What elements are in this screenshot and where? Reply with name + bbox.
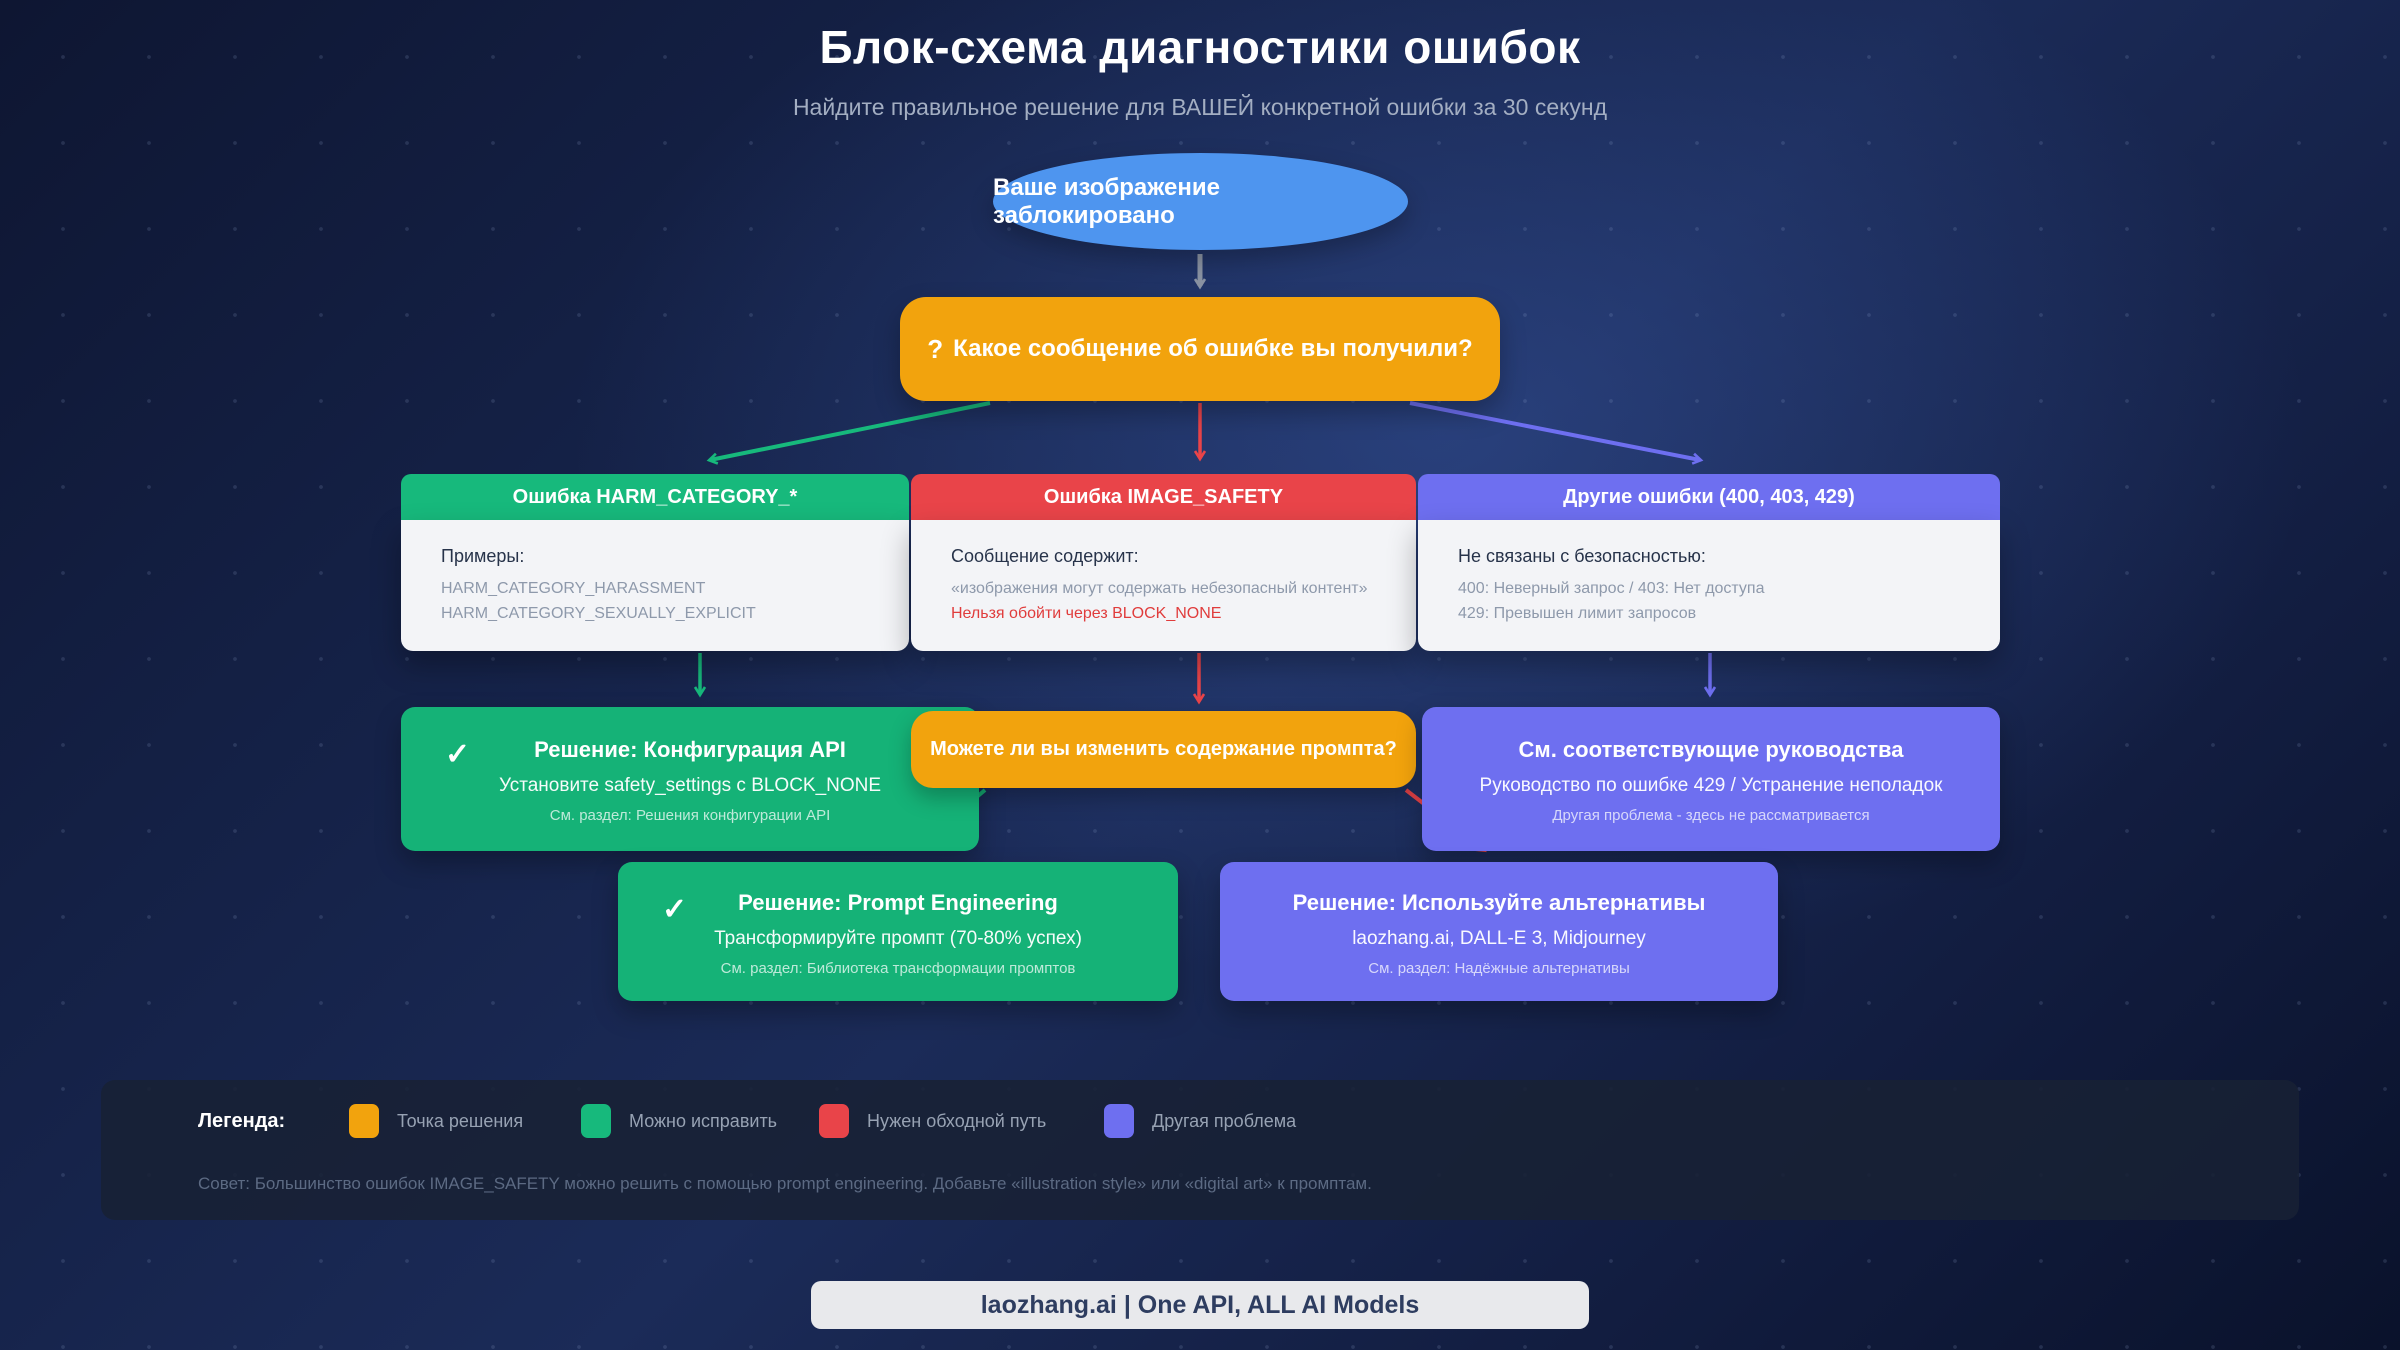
branch-header-harm-category: Ошибка HARM_CATEGORY_* — [401, 474, 909, 520]
arrow-decision1-to-harm — [706, 401, 991, 465]
solution-reference: См. раздел: Решения конфигурации API — [549, 807, 831, 824]
legend-item-workaround: Нужен обходной путь — [819, 1104, 1046, 1138]
check-icon: ✓ — [445, 738, 471, 771]
solution-reference: Другая проблема - здесь не рассматривает… — [1552, 807, 1870, 824]
branch-intro: Примеры: — [441, 546, 525, 566]
solution-title: Решение: Используйте альтернативы — [1292, 890, 1706, 915]
solution-api-config: ✓ Решение: Конфигурация API Установите s… — [401, 707, 979, 851]
page-subtitle: Найдите правильное решение для ВАШЕЙ кон… — [792, 94, 1608, 120]
decision-can-edit-prompt: Можете ли вы изменить содержание промпта… — [911, 711, 1416, 788]
branch-header-other-errors: Другие ошибки (400, 403, 429) — [1418, 474, 2000, 520]
branch-card-image-safety: Ошибка IMAGE_SAFETY Сообщение содержит: … — [911, 474, 1416, 651]
red-swatch-icon — [819, 1104, 849, 1138]
solution-detail: Установите safety_settings с BLOCK_NONE — [498, 775, 882, 796]
branch-body-image-safety: Сообщение содержит: «изображения могут с… — [911, 520, 1416, 651]
branch-card-harm-category: Ошибка HARM_CATEGORY_* Примеры: HARM_CAT… — [401, 474, 909, 651]
branch-intro: Не связаны с безопасностью: — [1458, 546, 1706, 566]
solution-detail: Трансформируйте промпт (70-80% успех) — [714, 928, 1082, 949]
solution-detail: laozhang.ai, DALL-E 3, Midjourney — [1352, 928, 1646, 949]
legend-label: Нужен обходной путь — [867, 1110, 1047, 1131]
branch-body-other-errors: Не связаны с безопасностью: 400: Неверны… — [1418, 520, 2000, 651]
solution-title: Решение: Конфигурация API — [534, 737, 846, 762]
legend-title: Легенда: — [198, 1110, 286, 1132]
solution-prompt-engineering: ✓ Решение: Prompt Engineering Трансформи… — [618, 862, 1178, 1001]
legend-panel: Легенда: Точка решения Можно исправить Н… — [101, 1080, 2299, 1220]
decision-error-message-label: Какое сообщение об ошибке вы получили? — [953, 335, 1473, 362]
check-icon: ✓ — [662, 893, 688, 926]
legend-item-decision-point: Точка решения — [349, 1104, 523, 1138]
page-title: Блок-схема диагностики ошибок — [819, 21, 1581, 73]
legend-label: Можно исправить — [629, 1110, 778, 1131]
orange-swatch-icon — [349, 1104, 379, 1138]
purple-swatch-icon — [1104, 1104, 1134, 1138]
legend-item-other-problem: Другая проблема — [1104, 1104, 1296, 1138]
legend-label: Другая проблема — [1152, 1110, 1297, 1131]
legend-tip: Совет: Большинство ошибок IMAGE_SAFETY м… — [198, 1174, 1372, 1193]
branch-detail-line: 400: Неверный запрос / 403: Нет доступа — [1458, 580, 1765, 597]
solution-reference: См. раздел: Библиотека трансформации про… — [720, 960, 1076, 977]
question-icon: ? — [927, 333, 944, 364]
start-node: Ваше изображение заблокировано — [993, 153, 1408, 250]
branch-message-line: «изображения могут содержать небезопасны… — [951, 580, 1368, 597]
branch-body-harm-category: Примеры: HARM_CATEGORY_HARASSMENT HARM_C… — [401, 520, 909, 651]
solution-title: См. соответствующие руководства — [1518, 737, 1904, 762]
branch-header-image-safety: Ошибка IMAGE_SAFETY — [911, 474, 1416, 520]
branch-intro: Сообщение содержит: — [951, 546, 1139, 566]
footer-brand-banner: laozhang.ai | One API, ALL AI Models — [811, 1281, 1589, 1329]
legend-item-fixable: Можно исправить — [581, 1104, 777, 1138]
arrow-decision1-to-other — [1409, 401, 1704, 465]
decision-error-message: ? Какое сообщение об ошибке вы получили? — [900, 297, 1500, 401]
branch-example-line: HARM_CATEGORY_HARASSMENT — [441, 580, 706, 597]
solution-see-guides: См. соответствующие руководства Руководс… — [1422, 707, 2000, 851]
branch-example-line: HARM_CATEGORY_SEXUALLY_EXPLICIT — [441, 604, 756, 622]
green-swatch-icon — [581, 1104, 611, 1138]
branch-card-other-errors: Другие ошибки (400, 403, 429) Не связаны… — [1418, 474, 2000, 651]
solution-detail: Руководство по ошибке 429 / Устранение н… — [1479, 775, 1943, 796]
legend-label: Точка решения — [397, 1110, 524, 1131]
solution-alternatives: Решение: Используйте альтернативы laozha… — [1220, 862, 1778, 1001]
solution-title: Решение: Prompt Engineering — [738, 890, 1058, 915]
branch-detail-line: 429: Превышен лимит запросов — [1458, 604, 1697, 622]
solution-reference: См. раздел: Надёжные альтернативы — [1368, 960, 1630, 977]
branch-warning-line: Нельзя обойти через BLOCK_NONE — [951, 604, 1222, 622]
